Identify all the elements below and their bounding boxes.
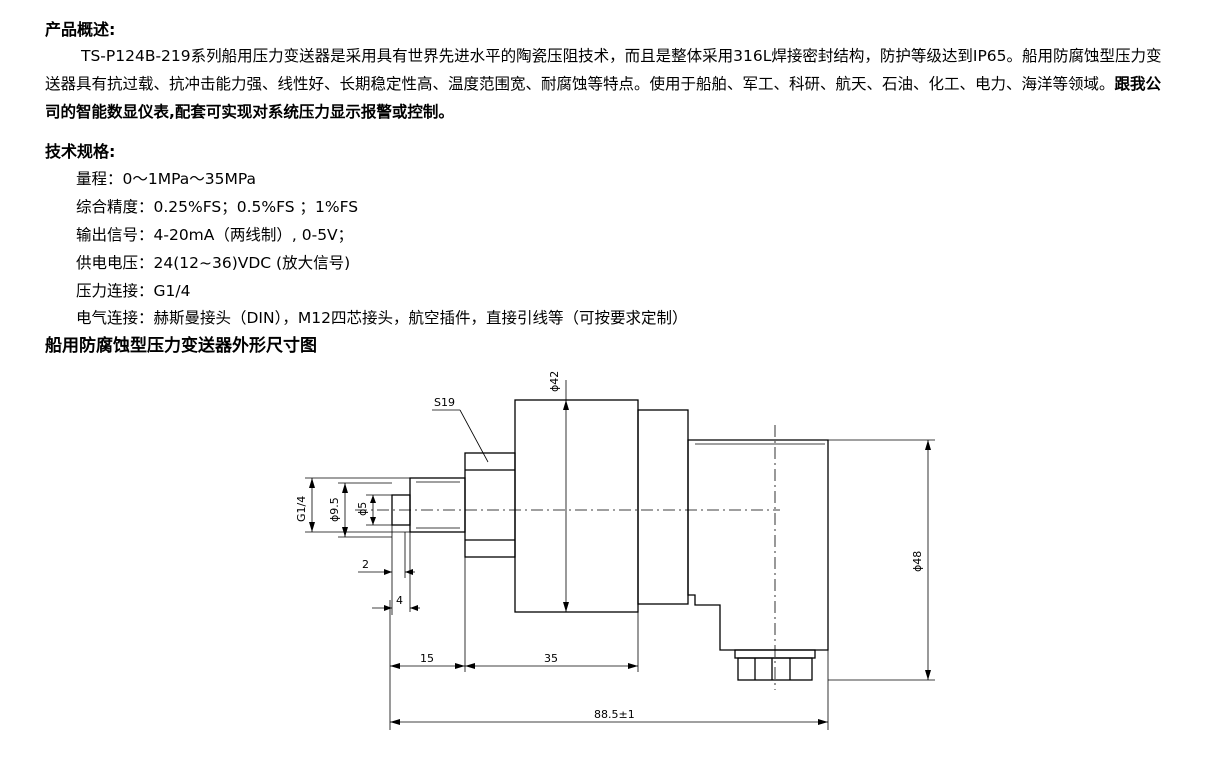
cable-gland (737, 657, 813, 681)
overview-paragraph: TS-P124B-219系列船用压力变送器是采用具有世界先进水平的陶瓷压阻技术，… (45, 42, 1175, 126)
label-d95: ϕ9.5 (328, 497, 341, 522)
main-body (514, 399, 639, 613)
overview-title: 产品概述: (45, 20, 116, 39)
hex-nut (464, 452, 516, 558)
spec-output: 输出信号：4-20mA（两线制）, 0-5V； (76, 226, 354, 244)
drawing-title: 船用防腐蚀型压力变送器外形尺寸图 (45, 336, 317, 356)
label-d48: ϕ48 (911, 551, 924, 572)
label-s19: S19 (434, 396, 455, 409)
label-g14: G1/4 (295, 496, 308, 522)
spec-pressure-connection: 压力连接：G1/4 (76, 282, 191, 300)
spec-range: 量程：0～1MPa～35MPa (76, 170, 256, 188)
specs-title: 技术规格: (45, 142, 116, 161)
label-d42: ϕ42 (548, 371, 561, 392)
thread-section (409, 477, 466, 533)
label-dim-15: 15 (420, 652, 434, 665)
label-dim-88-5: 88.5±1 (594, 708, 635, 721)
label-dim-4: 4 (396, 594, 403, 607)
label-dim-2: 2 (362, 558, 369, 571)
din-connector (687, 439, 829, 651)
label-d5: ϕ5 (356, 502, 369, 516)
label-dim-35: 35 (544, 652, 558, 665)
body-collar (637, 409, 689, 605)
overview-text: TS-P124B-219系列船用压力变送器是采用具有世界先进水平的陶瓷压阻技术，… (45, 47, 1162, 93)
overview-bold-text: 跟我公司的智能数显仪表,配套可实现对系统压力显示报警或控制。 (45, 75, 1162, 121)
spec-electrical-connection: 电气连接：赫斯曼接头（DIN），M12四芯接头，航空插件，直接引线等（可按要求定… (76, 309, 688, 327)
spec-accuracy: 综合精度：0.25%FS；0.5%FS ；1%FS (76, 198, 359, 216)
spec-power: 供电电压：24(12~36)VDC (放大信号) (76, 254, 351, 272)
